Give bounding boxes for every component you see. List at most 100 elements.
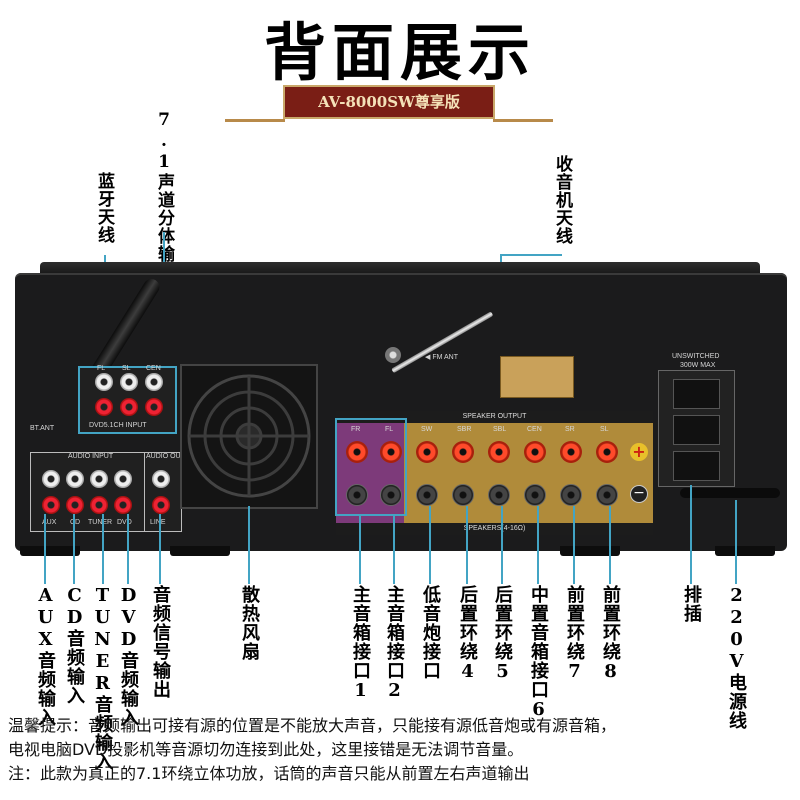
label-aux: AUX音频输入 <box>35 585 56 727</box>
cooling-fan <box>180 364 318 509</box>
chassis-foot <box>560 546 620 556</box>
speaker-terminal-black[interactable] <box>380 484 402 506</box>
channel-label: CEN <box>527 426 542 433</box>
label-rear-5: 后置环绕5 <box>492 585 513 683</box>
fan-grille-icon <box>187 374 311 498</box>
channel-label: SL <box>600 426 609 433</box>
speaker-terminal-red[interactable] <box>524 441 546 463</box>
speaker-terminal-red[interactable] <box>346 441 368 463</box>
plus-icon: + <box>630 443 648 461</box>
channel-label: FL <box>385 426 394 433</box>
label-front-8: 前置环绕8 <box>600 585 621 683</box>
rca-red-jack[interactable] <box>145 398 163 416</box>
dvd-input-text: DVD5.1CH INPUT <box>89 422 147 429</box>
rca-red-jack[interactable] <box>120 398 138 416</box>
chassis-foot <box>170 546 230 556</box>
warning-label <box>500 356 574 398</box>
label-dvd: DVD音频输入 <box>118 585 139 727</box>
rca-red-jack[interactable] <box>114 496 132 514</box>
rca-red-jack[interactable] <box>66 496 84 514</box>
speaker-terminal-red[interactable] <box>596 441 618 463</box>
channel-label: SR <box>565 426 575 433</box>
rca-white-jack[interactable] <box>90 470 108 488</box>
label-radio-antenna: 收音机天线 <box>552 155 572 245</box>
rca-red-jack[interactable] <box>90 496 108 514</box>
rca-white-jack[interactable] <box>145 373 163 391</box>
speaker-terminal-black[interactable] <box>524 484 546 506</box>
rca-red-jack[interactable] <box>152 496 170 514</box>
speakers-impedance-text: SPEAKERS(4-16Ω) <box>336 523 653 535</box>
note-line: 电视电脑DVD投影机等音源切勿连接到此处，这里接错是无法调节音量。 <box>8 740 524 759</box>
speaker-terminal-black[interactable] <box>596 484 618 506</box>
aux-text: AUX <box>42 519 57 526</box>
label-fan: 散热风扇 <box>239 585 260 661</box>
note-line: 注：此款为真正的7.1环绕立体功放，话筒的声音只能从前置左右声道输出 <box>8 764 530 783</box>
speaker-terminal-black[interactable] <box>416 484 438 506</box>
rca-white-jack[interactable] <box>152 470 170 488</box>
minus-icon: − <box>630 485 648 503</box>
fm-antenna-jack[interactable] <box>385 347 401 363</box>
speaker-terminal-red[interactable] <box>380 441 402 463</box>
power-cable-icon <box>680 488 780 498</box>
cd-text: CD <box>70 519 81 526</box>
speaker-terminal-black[interactable] <box>452 484 474 506</box>
chassis-top <box>40 262 760 276</box>
label-cd: CD音频输入 <box>64 585 85 705</box>
speaker-terminal-red[interactable] <box>560 441 582 463</box>
rca-white-jack[interactable] <box>114 470 132 488</box>
speaker-output-panel: SPEAKER OUTPUT SPEAKERS(4-16Ω) <box>336 411 653 535</box>
badge-left-rule <box>225 119 285 122</box>
in-sl-text: SL <box>122 365 131 372</box>
label-outlet: 排插 <box>681 585 702 623</box>
line-text: LINE <box>150 519 166 526</box>
label-main-2: 主音箱接口2 <box>384 585 405 702</box>
page-title: 背面展示 <box>263 16 536 89</box>
label-bluetooth-antenna: 蓝牙天线 <box>94 172 114 244</box>
rca-white-jack[interactable] <box>42 470 60 488</box>
label-main-1: 主音箱接口1 <box>350 585 371 702</box>
model-badge: AV-8000SW尊享版 <box>283 85 495 119</box>
note-line: 温馨提示：音频输出可接有源的位置是不能放大声音，只能接有源低音炮或有源音箱， <box>8 716 617 735</box>
rca-red-jack[interactable] <box>42 496 60 514</box>
audio-out-text: AUDIO OUT <box>146 453 185 460</box>
channel-label: FR <box>351 426 361 433</box>
in-fl-text: FL <box>97 365 106 372</box>
tuner-text: TUNER <box>88 519 113 526</box>
main-speaker-highlight <box>336 423 404 523</box>
speaker-terminal-red[interactable] <box>488 441 510 463</box>
label-front-7: 前置环绕7 <box>564 585 585 683</box>
badge-right-rule <box>493 119 553 122</box>
channel-label: SW <box>421 426 433 433</box>
audio-input-text: AUDIO INPUT <box>68 453 114 460</box>
speaker-terminal-black[interactable] <box>488 484 510 506</box>
channel-label: SBL <box>493 426 507 433</box>
speaker-terminal-red[interactable] <box>452 441 474 463</box>
rca-white-jack[interactable] <box>95 373 113 391</box>
audio-out-panel <box>144 452 182 532</box>
chassis-foot <box>20 546 80 556</box>
label-audio-out: 音频信号输出 <box>150 585 171 699</box>
label-subwoofer: 低音炮接口 <box>420 585 441 680</box>
notes-block: 温馨提示：音频输出可接有源的位置是不能放大声音，只能接有源低音炮或有源音箱， 电… <box>8 714 798 786</box>
bt-ant-text: BT.ANT <box>30 425 55 432</box>
power-outlet[interactable] <box>658 370 735 487</box>
max-power-text: 300W MAX <box>680 362 716 369</box>
label-center-6: 中置音箱接口6 <box>528 585 549 721</box>
label-tuner: TUNER音频输入 <box>92 585 113 771</box>
label-power: 220V电源线 <box>726 585 747 730</box>
speaker-terminal-black[interactable] <box>346 484 368 506</box>
rca-white-jack[interactable] <box>120 373 138 391</box>
in-cen-text: CEN <box>146 365 161 372</box>
dvd-text: DVD <box>117 519 132 526</box>
rca-red-jack[interactable] <box>95 398 113 416</box>
speaker-terminal-red[interactable] <box>416 441 438 463</box>
label-rear-4: 后置环绕4 <box>457 585 478 683</box>
channel-label: SBR <box>457 426 472 433</box>
speaker-output-text: SPEAKER OUTPUT <box>336 411 653 423</box>
fm-ant-text: ◀ FM ANT <box>425 354 458 361</box>
label-7-1-input: 7.1声道分体输入 <box>154 110 174 281</box>
unswitched-text: UNSWITCHED <box>672 353 720 360</box>
speaker-terminal-black[interactable] <box>560 484 582 506</box>
chassis-foot <box>715 546 775 556</box>
rca-white-jack[interactable] <box>66 470 84 488</box>
